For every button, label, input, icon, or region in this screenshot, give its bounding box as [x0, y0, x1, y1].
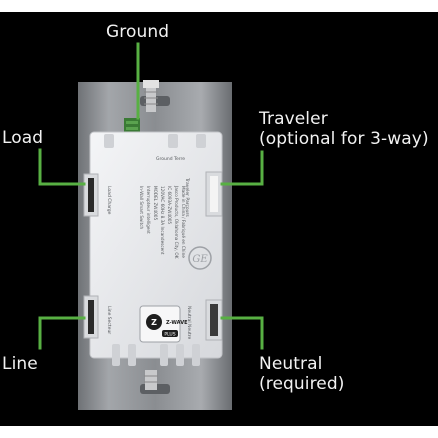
line-label: Line	[2, 354, 38, 374]
load-label: Load	[2, 128, 44, 148]
model-text-line: Jasco Products, Oklahoma City, OK	[174, 185, 179, 259]
neutral-terminal	[205, 299, 223, 341]
ge-logo: GE	[188, 246, 212, 270]
model-text-line: Made in China / Fabriqué en Chine	[181, 186, 186, 258]
model-text-line: Interrupteur intelligent	[146, 186, 151, 234]
traveler-marking: Traveler Parcours	[184, 177, 190, 217]
bottom-screw	[144, 370, 158, 390]
top-ribs	[104, 134, 206, 148]
traveler-leader	[220, 150, 264, 186]
bottom-ribs	[112, 344, 200, 366]
model-text-block: In-Wall Smart Switch Interrupteur intell…	[139, 185, 186, 259]
traveler-label: Traveler (optional for 3-way)	[259, 109, 429, 149]
top-screw	[143, 80, 159, 112]
traveler-terminal	[205, 171, 223, 217]
neutral-leader	[220, 316, 264, 350]
ground-label: Ground	[106, 22, 170, 42]
zwave-badge-sub: PLUS	[164, 332, 175, 338]
neutral-marking: Neutral Neutre	[186, 306, 192, 340]
svg-text:Z: Z	[151, 318, 157, 327]
leader-lines	[38, 42, 264, 350]
line-marking: Line Secteur	[106, 306, 112, 334]
zwave-plus-badge: Z Z-WAVE PLUS	[139, 305, 188, 343]
line-terminal	[83, 295, 99, 339]
neutral-label-line1: Neutral	[259, 354, 323, 374]
neutral-label: Neutral (required)	[259, 354, 345, 394]
zwave-badge-main: Z-WAVE	[166, 320, 188, 326]
model-text-line: IC 6093A-ZW4005	[167, 186, 172, 224]
model-text-line: In-Wall Smart Switch	[139, 186, 144, 230]
load-marking: Load Charge	[106, 186, 112, 215]
traveler-label-line2: (optional for 3-way)	[259, 129, 429, 149]
zwave-icon	[146, 314, 162, 330]
switch-body	[89, 131, 223, 359]
line-leader	[38, 316, 86, 350]
model-text-line: MODEL ZW4005	[153, 186, 158, 220]
model-text-line: 120VAC 60Hz 8.3A Incandescent	[160, 186, 165, 255]
ground-marking: Ground Terre	[156, 156, 185, 162]
load-leader	[38, 148, 86, 186]
traveler-label-line1: Traveler	[259, 109, 328, 129]
load-terminal	[83, 173, 99, 217]
neutral-label-line2: (required)	[259, 374, 345, 394]
ge-logo-text: GE	[192, 254, 208, 265]
